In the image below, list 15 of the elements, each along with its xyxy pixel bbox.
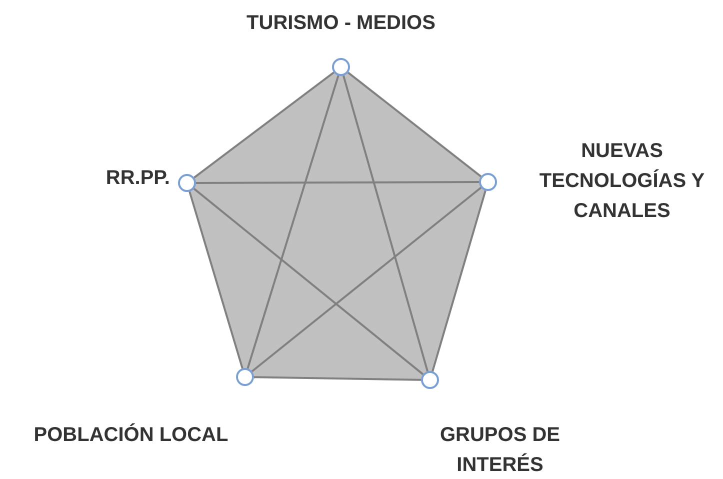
vertex-label: POBLACIÓN LOCAL	[32, 422, 230, 448]
vertex-label: GRUPOS DE INTERÉS	[438, 423, 562, 478]
vertex-label: NUEVAS TECNOLOGÍAS Y CANALES	[538, 139, 706, 224]
connector-line	[251, 186, 482, 372]
connector-line	[188, 191, 244, 369]
connector-line	[342, 75, 428, 372]
vertex-label: RR.PP.	[104, 166, 170, 191]
connector-line	[246, 75, 340, 369]
connector-line	[347, 72, 482, 178]
connector-line	[194, 72, 334, 178]
connector-line	[254, 376, 422, 381]
connector-line	[196, 181, 479, 184]
connector-line	[193, 188, 424, 376]
connector-line	[432, 190, 486, 372]
vertex-label: TURISMO - MEDIOS	[246, 11, 436, 36]
